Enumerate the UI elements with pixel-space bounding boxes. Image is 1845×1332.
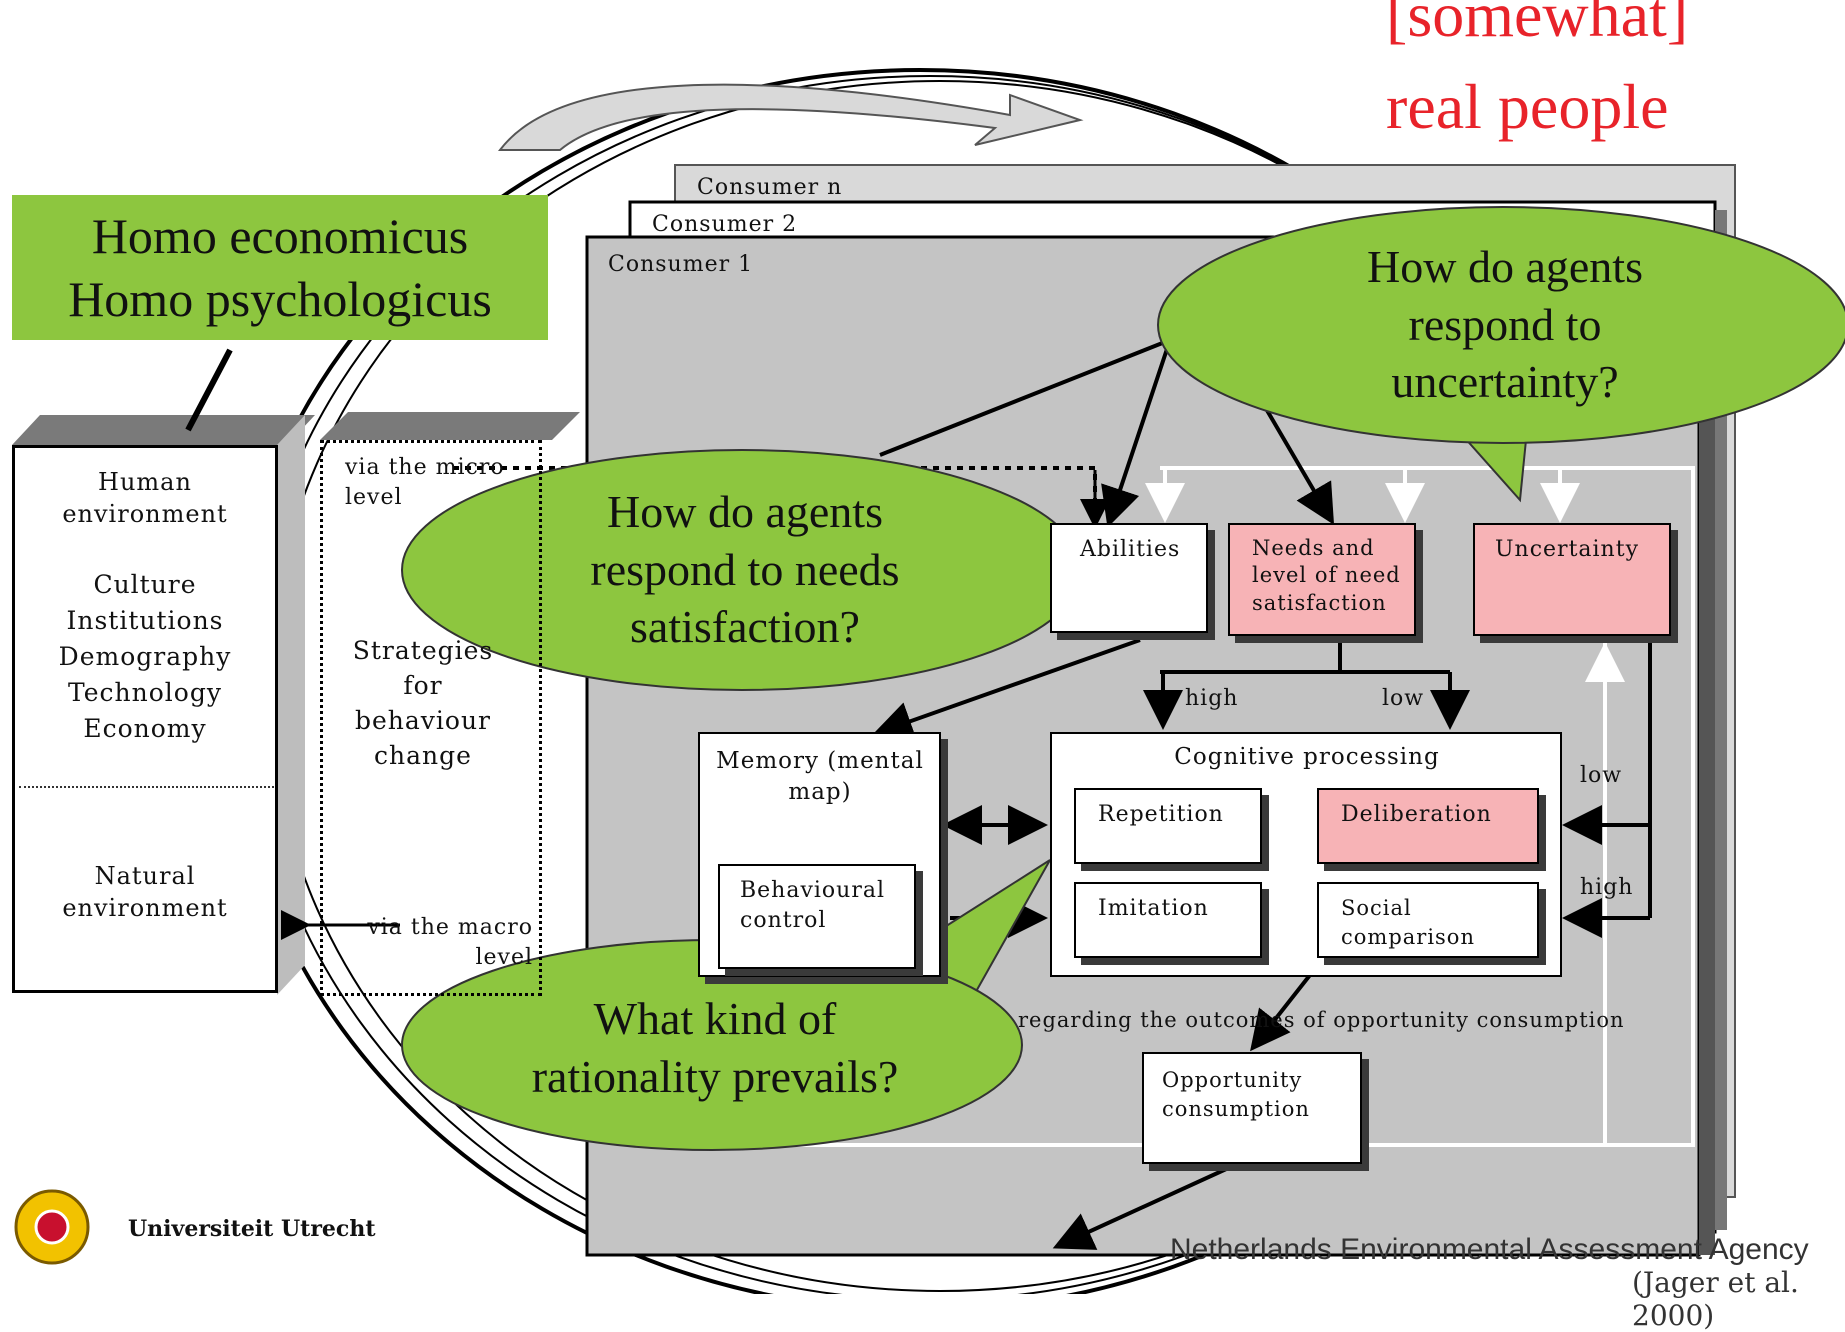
environment-institutions: Institutions: [66, 606, 224, 635]
behavioural-control-box: Behavioural control: [718, 864, 916, 969]
repetition-box: Repetition: [1074, 788, 1262, 864]
natural-environment: Natural environment: [62, 862, 228, 923]
abilities-label: Abilities: [1080, 537, 1181, 562]
homo-label: Homo economicus Homo psychologicus: [12, 195, 548, 340]
strategies-box: via the micro level Strategies for behav…: [320, 440, 542, 996]
via-micro-level: via the micro level: [345, 455, 505, 510]
human-environment: Human environment: [62, 468, 228, 529]
high-label: high: [1185, 686, 1239, 711]
regarding-text: regarding the outcomes of opportunity co…: [1018, 1008, 1625, 1032]
needs-box: Needs and level of need satisfaction: [1228, 523, 1416, 636]
behavioural-control-label: Behavioural control: [740, 878, 886, 933]
imitation-box: Imitation: [1074, 882, 1262, 958]
homo-psychologicus: Homo psychologicus: [68, 271, 492, 327]
bubble-rationality-text: What kind of rationality prevails?: [531, 993, 899, 1102]
environment-technology: Technology: [68, 678, 222, 707]
strategies-label: Strategies for behaviour change: [352, 636, 494, 770]
repetition-label: Repetition: [1098, 802, 1224, 827]
environment-demography: Demography: [58, 642, 232, 671]
via-macro-level: via the macro level: [367, 915, 533, 970]
opportunity-consumption-box: Opportunity consumption: [1142, 1052, 1362, 1164]
university-name: Universiteit Utrecht: [128, 1216, 376, 1242]
bubble-uncertainty: [1157, 206, 1845, 503]
citation: (Jager et al. 2000): [1632, 1266, 1799, 1332]
consumer-n-label: Consumer n: [697, 175, 843, 200]
social-comparison-box: Social comparison: [1317, 882, 1539, 958]
title-line-1: [somewhat]: [1386, 0, 1689, 50]
consumer-2-label: Consumer 2: [652, 212, 798, 237]
deliberation-box: Deliberation: [1317, 788, 1539, 864]
title-line-2: real people: [1386, 71, 1669, 142]
imitation-label: Imitation: [1098, 896, 1209, 921]
memory-box: Memory (mental map) Behavioural control: [698, 732, 941, 977]
cycle-arrow: [497, 83, 1084, 151]
bubble-uncertainty-text: How do agents respond to uncertainty?: [1367, 241, 1643, 407]
uncertainty-label: Uncertainty: [1495, 537, 1639, 562]
cognitive-processing-box: Cognitive processing Repetition Delibera…: [1050, 732, 1562, 977]
low-label: low: [1382, 686, 1425, 711]
bubble-needs-text: How do agents respond to needs satisfact…: [590, 486, 900, 652]
homo-economicus: Homo economicus: [91, 208, 469, 264]
environment-divider: [19, 786, 274, 788]
cognitive-processing-label: Cognitive processing: [1174, 744, 1440, 770]
needs-label: Needs and level of need satisfaction: [1252, 536, 1401, 615]
consumer-1-label: Consumer 1: [608, 252, 754, 277]
environment-economy: Economy: [83, 714, 207, 743]
opportunity-consumption-label: Opportunity consumption: [1162, 1068, 1310, 1122]
side-low-label: low: [1580, 763, 1623, 788]
environment-culture: Culture: [93, 570, 197, 599]
social-comparison-label: Social comparison: [1341, 896, 1475, 950]
university-logo: [14, 1189, 90, 1265]
side-high-label: high: [1580, 875, 1634, 900]
abilities-box: Abilities: [1050, 523, 1208, 633]
agency-name: Netherlands Environmental Assessment Age…: [1170, 1233, 1809, 1266]
deliberation-label: Deliberation: [1341, 802, 1492, 827]
uncertainty-box: Uncertainty: [1473, 523, 1671, 636]
memory-label: Memory (mental map): [716, 748, 924, 806]
environment-box: Human environment Culture Institutions D…: [12, 445, 278, 993]
